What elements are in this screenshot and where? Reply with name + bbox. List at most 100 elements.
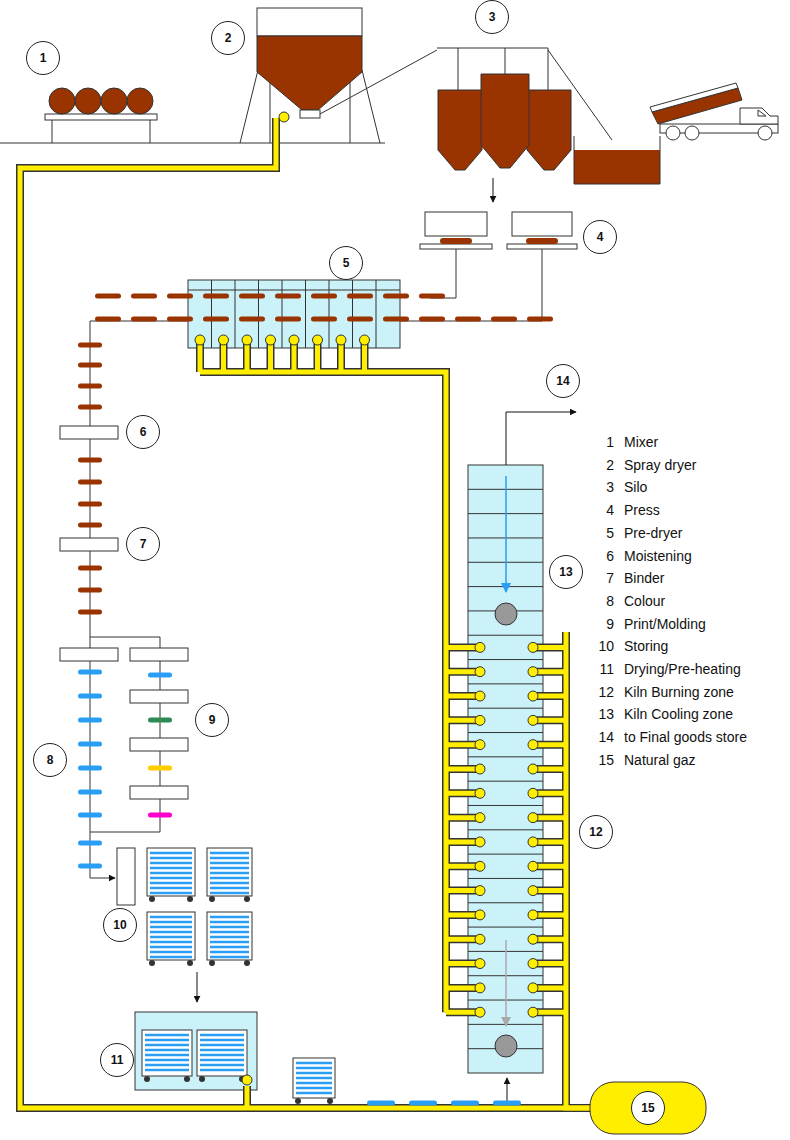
illustration-part xyxy=(566,632,592,1108)
illustration-part xyxy=(347,317,373,322)
illustration-part xyxy=(142,1030,192,1082)
illustration-part xyxy=(528,1007,538,1017)
illustration-part xyxy=(145,1069,189,1072)
illustration-part xyxy=(475,642,485,652)
callout-number: 11 xyxy=(100,1043,134,1077)
illustration-part xyxy=(148,766,172,771)
illustration-part xyxy=(78,480,102,485)
illustration-part xyxy=(200,1044,244,1047)
spray-dryer xyxy=(240,8,380,143)
illustration-part xyxy=(90,637,160,638)
illustration-part xyxy=(313,335,323,345)
illustration-part xyxy=(574,136,660,184)
illustration-part xyxy=(187,896,193,902)
illustration-part xyxy=(209,896,215,902)
illustration-part xyxy=(210,862,249,865)
key-text: Colour xyxy=(624,593,665,609)
illustration-part xyxy=(147,912,195,960)
callout-number: 13 xyxy=(549,555,583,589)
key-number: 14 xyxy=(598,729,614,745)
illustration-part xyxy=(210,936,249,939)
illustration-part xyxy=(528,910,538,920)
illustration-part xyxy=(200,1034,244,1037)
callout-number: 8 xyxy=(33,743,67,777)
key-number: 12 xyxy=(598,684,614,700)
key-number: 2 xyxy=(606,457,614,473)
illustration-part xyxy=(150,956,192,959)
illustration-part xyxy=(296,1077,332,1080)
illustration-part xyxy=(425,212,487,236)
key-text: Mixer xyxy=(624,434,658,450)
illustration-part xyxy=(95,294,121,299)
illustration-part xyxy=(360,335,370,345)
illustration-part xyxy=(528,959,538,969)
illustration-part xyxy=(101,88,127,114)
illustration-part xyxy=(150,921,192,924)
illustration-part xyxy=(481,74,529,168)
illustration-part xyxy=(240,70,258,143)
illustration-part xyxy=(150,120,151,143)
illustration-part xyxy=(289,335,299,345)
illustration-part xyxy=(475,910,485,920)
illustration-part xyxy=(78,610,102,615)
illustration-part xyxy=(130,786,188,799)
illustration-part xyxy=(20,118,592,1108)
illustration-part xyxy=(150,946,192,949)
illustration-part xyxy=(468,829,543,830)
illustration-part xyxy=(200,1064,244,1067)
illustration-part xyxy=(475,740,485,750)
illustration-part xyxy=(383,294,409,299)
illustration-part xyxy=(150,892,192,895)
illustration-part xyxy=(150,882,192,885)
illustration-part xyxy=(200,1049,244,1052)
illustration-part xyxy=(468,635,543,636)
illustration-part xyxy=(167,317,193,322)
illustration-part xyxy=(437,48,548,49)
illustration-part xyxy=(468,902,543,903)
illustration-part xyxy=(149,960,155,966)
illustration-part xyxy=(78,670,102,675)
callout-number: 2 xyxy=(211,21,245,55)
illustration-part xyxy=(210,921,249,924)
illustration-part xyxy=(468,927,543,928)
illustration-part xyxy=(60,426,118,439)
illustration-part xyxy=(78,790,102,795)
illustration-part xyxy=(150,852,192,855)
gas-pipes xyxy=(20,118,592,1108)
key-text: Spray dryer xyxy=(624,457,696,473)
illustration-part xyxy=(144,1076,150,1082)
illustration-part xyxy=(210,931,249,934)
illustration-part xyxy=(475,959,485,969)
illustration-part xyxy=(451,1101,479,1106)
illustration-part xyxy=(210,877,249,880)
illustration-part xyxy=(184,1076,190,1082)
illustration-part xyxy=(666,126,680,140)
illustration-part xyxy=(78,384,102,389)
callout-number: 3 xyxy=(475,0,509,34)
key-text: Binder xyxy=(624,570,664,586)
key-number: 11 xyxy=(599,661,614,677)
illustration-part xyxy=(78,458,102,463)
illustration-part xyxy=(160,637,161,648)
illustration-part xyxy=(52,120,53,143)
illustration-part xyxy=(78,766,102,771)
illustration-part xyxy=(239,294,265,299)
fan-symbol xyxy=(495,603,517,625)
illustration-part xyxy=(210,887,249,890)
illustration-part xyxy=(210,926,249,929)
illustration-part xyxy=(458,48,459,90)
illustration-part xyxy=(207,912,252,960)
illustration-part xyxy=(90,878,115,879)
illustration-part xyxy=(383,317,409,322)
callout-number: 4 xyxy=(583,220,617,254)
key-text: Kiln Burning zone xyxy=(624,684,734,700)
flow-arrow xyxy=(493,178,494,202)
callout-number: 7 xyxy=(126,527,160,561)
illustration-part xyxy=(295,1098,301,1104)
illustration-part xyxy=(210,956,249,959)
key-number: 6 xyxy=(606,548,614,564)
key-number: 7 xyxy=(606,570,614,586)
illustration-part xyxy=(200,372,446,1012)
illustration-part xyxy=(199,1076,205,1082)
